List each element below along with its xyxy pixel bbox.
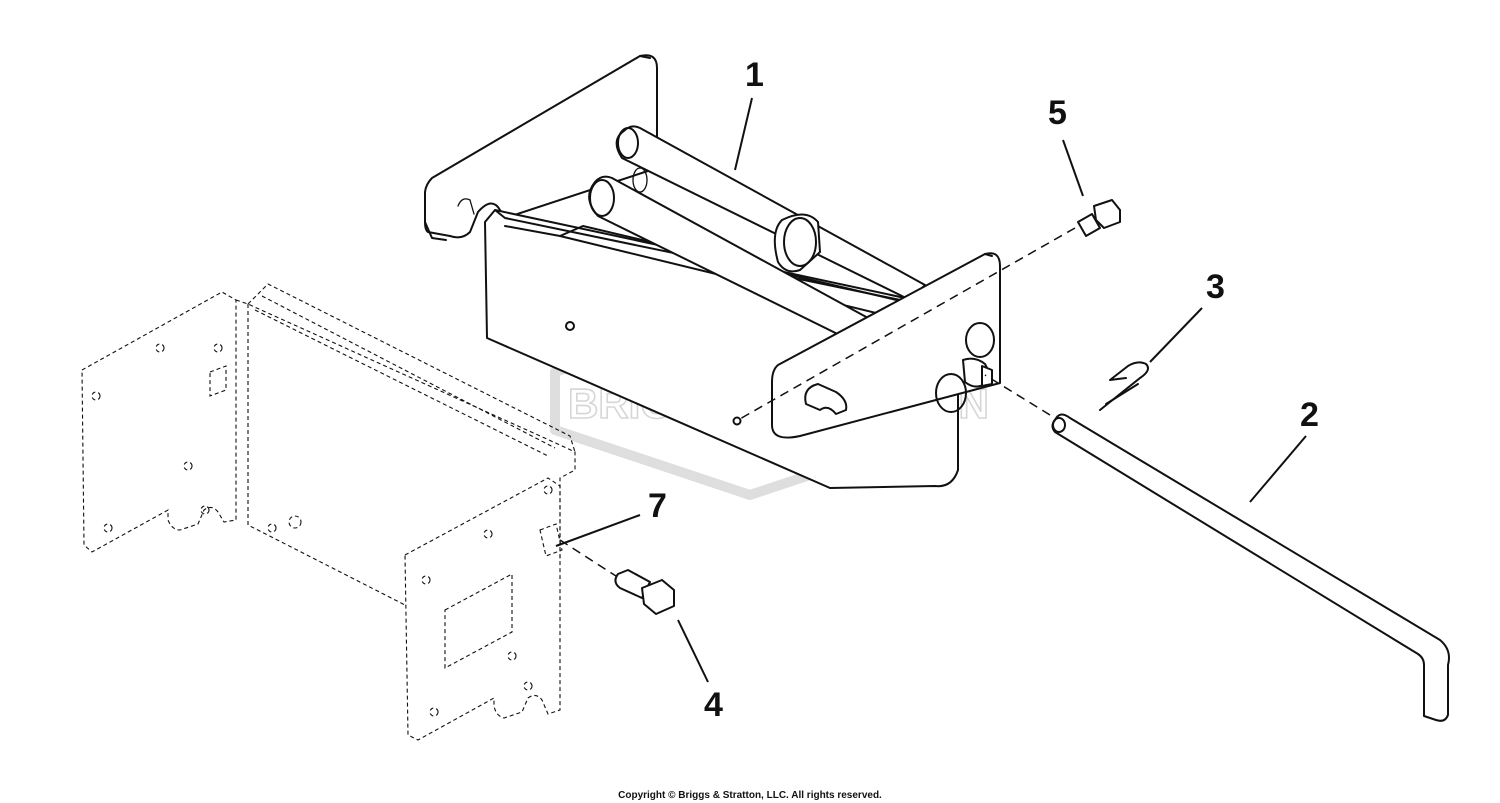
callout-4: 4 bbox=[704, 686, 723, 724]
leader-7 bbox=[555, 514, 641, 547]
centerline-bolt-5 bbox=[737, 227, 1076, 421]
part-1-roller-bracket bbox=[424, 54, 1001, 489]
part-5-bolt bbox=[1077, 199, 1121, 237]
copyright-notice: Copyright © Briggs & Stratton, LLC. All … bbox=[618, 790, 882, 801]
mounting-bracket-phantom bbox=[81, 283, 576, 741]
leader-2 bbox=[1249, 435, 1307, 503]
centerline-bolt-4 bbox=[559, 539, 617, 577]
callout-1: 1 bbox=[745, 56, 764, 94]
callout-3: 3 bbox=[1206, 268, 1225, 306]
callout-5: 5 bbox=[1048, 94, 1067, 132]
leader-1 bbox=[734, 97, 753, 171]
callout-2: 2 bbox=[1300, 396, 1319, 434]
part-3-hairpin-clip bbox=[1099, 361, 1149, 411]
leader-4 bbox=[677, 619, 709, 683]
part-2-pin-rod bbox=[1051, 413, 1450, 722]
leader-5 bbox=[1062, 139, 1084, 197]
centerline-pin-2 bbox=[984, 374, 1051, 416]
leader-3 bbox=[1149, 307, 1203, 363]
callout-7: 7 bbox=[648, 487, 667, 525]
part-4-shoulder-bolt bbox=[614, 569, 675, 615]
